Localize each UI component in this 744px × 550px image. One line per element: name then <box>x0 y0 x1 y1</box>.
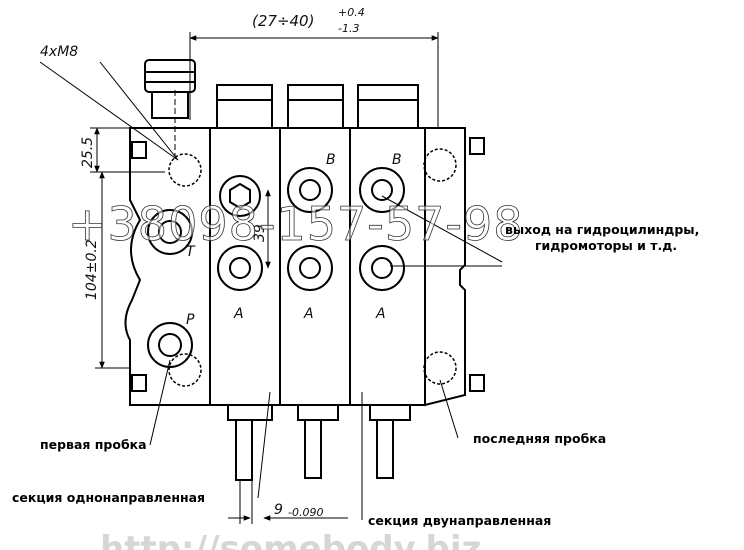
port-label-a2: A <box>303 306 314 322</box>
dim-top-tol-lower: -1.3 <box>338 22 359 35</box>
bolt-holes <box>168 148 457 387</box>
callout-last-plug: последняя пробка <box>473 431 607 446</box>
watermark-phone: +38098-157-57-98 <box>68 197 524 251</box>
callout-outlet-line-1: выход на гидроцилиндры, <box>505 222 700 237</box>
watermark-url: http://somebody.biz <box>100 529 481 550</box>
dimension-texts: (27÷40) +0.4 -1.3 4xM8 25.5 104±0.2 39 9… <box>40 6 365 519</box>
port-label-b2: B <box>392 152 402 168</box>
dim-offset-top: 25.5 <box>80 137 96 168</box>
dim-hole-spacing: 39 <box>252 224 268 242</box>
leader-lines <box>39 61 503 520</box>
callout-single-section: секция однонаправленная <box>12 490 206 505</box>
callout-outlet-line-2: гидромоторы и т.д. <box>535 237 678 253</box>
callout-first-plug: первая пробка <box>40 437 147 452</box>
port-holes <box>147 167 405 368</box>
port-label-b1: B <box>326 152 336 168</box>
dimension-lines <box>90 32 439 524</box>
dim-spool-tol: -0.090 <box>288 506 323 519</box>
callout-double-section: секция двунаправленная <box>368 513 552 528</box>
dim-top-width: (27÷40) <box>252 12 314 30</box>
port-label-a3: A <box>375 306 386 322</box>
port-label-t: T <box>186 244 196 260</box>
dim-spool-width: 9 <box>274 502 283 518</box>
body-outline <box>124 59 485 481</box>
port-label-p: P <box>186 312 195 328</box>
callout-outlet: выход на гидроцилиндры, гидромоторы и т.… <box>505 222 699 253</box>
dim-top-tol-upper: +0.4 <box>338 6 365 19</box>
port-letters: T P B B A A A <box>186 152 402 328</box>
port-label-a1: A <box>233 306 244 322</box>
dim-height: 104±0.2 <box>84 239 100 300</box>
dim-bolts: 4xM8 <box>40 44 78 60</box>
